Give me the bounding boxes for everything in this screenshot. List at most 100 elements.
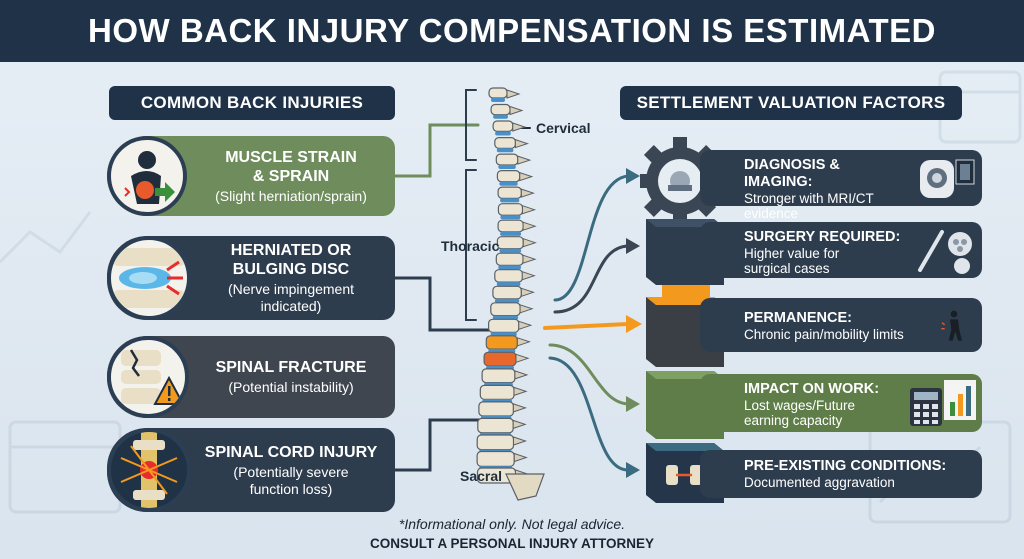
intervertebral-disc — [491, 98, 505, 102]
vertebra — [497, 219, 524, 233]
vertebra — [496, 169, 521, 183]
mri-scanner-icon — [920, 159, 975, 198]
intervertebral-disc — [498, 265, 521, 270]
spinous-process — [521, 271, 536, 281]
arrow-permanence — [543, 322, 630, 330]
injury-title: SPINAL CORD INJURY — [204, 443, 378, 461]
injury-subtitle: function loss) — [249, 480, 333, 497]
vertebra — [483, 351, 517, 367]
injury-subtitle: (Slight herniation/sprain) — [215, 187, 367, 204]
spinous-process — [517, 155, 532, 165]
surgical-lamp-scalpel-icon — [918, 230, 972, 274]
injury-icon-spinal-fracture — [107, 336, 189, 418]
spinous-process — [522, 238, 537, 248]
intervertebral-disc — [500, 231, 522, 236]
factor-card-surgery: SURGERY REQUIRED: Higher value for surgi… — [700, 222, 982, 278]
spinous-process — [512, 419, 527, 430]
injury-text-muscle-strain: MUSCLE STRAIN & SPRAIN (Slight herniatio… — [193, 136, 389, 216]
intervertebral-disc — [498, 165, 516, 169]
spinous-process — [520, 287, 535, 297]
factor-title: PRE-EXISTING CONDITIONS: — [744, 458, 947, 474]
injury-text-spinal-fracture: SPINAL FRACTURE (Potential instability) — [193, 336, 389, 418]
factor-card-preexisting: PRE-EXISTING CONDITIONS: Documented aggr… — [700, 450, 982, 498]
injury-title: HERNIATED OR — [230, 242, 352, 259]
spinous-process — [513, 452, 528, 463]
arrow-preexisting — [548, 356, 630, 472]
factor-subtitle: Documented aggravation — [744, 475, 895, 490]
spinous-process — [514, 138, 529, 149]
connector-cord — [393, 418, 492, 472]
factor-card-diagnosis: DIAGNOSIS & IMAGING: Stronger with MRI/C… — [700, 150, 982, 221]
factor-subtitle: surgical cases — [744, 261, 830, 276]
factor-subtitle: Higher value for — [744, 246, 840, 261]
intervertebral-disc — [496, 282, 521, 287]
factor-card-work: IMPACT ON WORK: Lost wages/Future earnin… — [700, 374, 982, 432]
spinous-process — [512, 122, 527, 132]
injury-subtitle: indicated) — [260, 298, 322, 314]
title-bar: HOW BACK INJURY COMPENSATION IS ESTIMATE… — [0, 0, 1024, 62]
disclaimer-text: *Informational only. Not legal advice. — [398, 516, 626, 532]
spine-label-sacral: Sacral — [460, 468, 503, 484]
injury-icon-muscle-strain — [107, 136, 187, 216]
injury-subtitle: (Potentially severe — [233, 463, 349, 480]
injury-card-herniated-disc: HERNIATED OR BULGING DISC (Nerve impinge… — [107, 236, 395, 320]
intervertebral-disc — [500, 198, 520, 203]
spinous-process — [522, 205, 537, 215]
injury-title: MUSCLE STRAIN — [225, 148, 357, 166]
vertebra — [488, 87, 508, 99]
vertebra — [476, 450, 515, 467]
intervertebral-disc — [492, 315, 519, 320]
vertebra — [492, 285, 522, 300]
vertebra — [481, 368, 516, 384]
intervertebral-disc — [499, 248, 522, 253]
spinous-process — [514, 370, 529, 380]
spine-label-thoracic: Thoracic — [441, 238, 500, 254]
vertebra — [478, 401, 514, 417]
vertebra — [490, 103, 511, 116]
factor-title: SURGERY REQUIRED: — [744, 229, 901, 245]
factor-card-permanence: PERMANENCE: Chronic pain/mobility limits — [700, 298, 982, 352]
injury-subtitle: (Potential instability) — [228, 379, 354, 395]
spine-illustration — [476, 87, 545, 501]
spinous-process — [516, 337, 531, 347]
spinous-process — [515, 353, 530, 363]
spinous-process — [522, 254, 537, 264]
spinous-process — [506, 89, 521, 99]
connector-disc — [393, 276, 492, 332]
intervertebral-disc — [495, 131, 511, 136]
vertebra — [488, 318, 520, 333]
arrow-work — [548, 343, 630, 406]
spinous-process — [513, 436, 528, 446]
injury-card-spinal-fracture: SPINAL FRACTURE (Potential instability) — [107, 336, 395, 418]
injury-title: BULGING DISC — [232, 261, 350, 278]
spinous-process — [519, 171, 534, 182]
vertebra — [479, 384, 515, 400]
vertebra — [476, 434, 515, 451]
factor-subtitle: evidence — [744, 206, 799, 221]
injury-title: SPINAL FRACTURE — [215, 359, 367, 376]
factor-subtitle: Chronic pain/mobility limits — [744, 327, 904, 342]
factor-title: PERMANENCE: — [744, 310, 852, 326]
vertebra — [494, 269, 523, 283]
block-orange-joint — [662, 285, 710, 299]
vertebra — [485, 335, 518, 350]
vertebra — [497, 203, 524, 216]
vertebra — [477, 417, 514, 434]
factor-subtitle: Stronger with MRI/CT — [744, 191, 874, 206]
injury-card-spinal-cord: SPINAL CORD INJURY (Potentially severe f… — [107, 428, 395, 512]
consult-attorney-text: CONSULT A PERSONAL INJURY ATTORNEY — [369, 536, 655, 551]
connector-strain — [393, 123, 480, 178]
injury-icon-herniated-disc — [107, 236, 191, 320]
spinous-process — [518, 320, 533, 330]
vertebra — [495, 252, 524, 266]
person-pain-icon — [941, 310, 962, 341]
injury-text-spinal-cord: SPINAL CORD INJURY (Potentially severe f… — [193, 428, 389, 512]
intervertebral-disc — [499, 181, 518, 186]
spine-label-cervical: Cervical — [536, 120, 591, 136]
intervertebral-disc — [494, 298, 520, 303]
vertebra — [490, 302, 521, 317]
bracket-thoracic — [465, 169, 477, 321]
vertebra — [496, 236, 524, 250]
injury-icon-spinal-cord — [107, 428, 191, 512]
